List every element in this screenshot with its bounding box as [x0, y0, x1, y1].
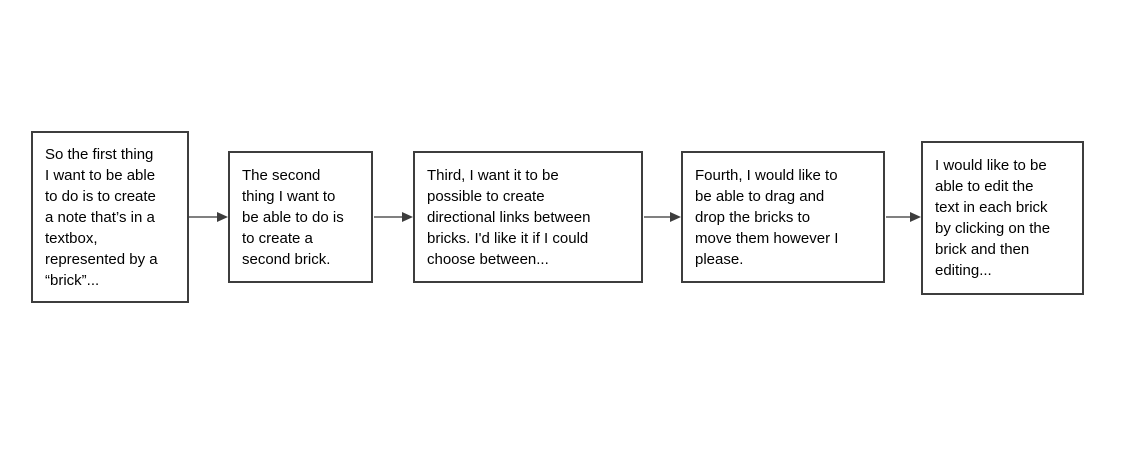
brick-1[interactable]: So the first thing I want to be able to …	[31, 131, 189, 303]
brick-4-text: Fourth, I would like to be able to drag …	[695, 166, 839, 268]
connector-arrow-1-2	[189, 212, 228, 222]
brick-5-text: I would like to be able to edit the text…	[935, 157, 1051, 279]
arrow-shaft	[644, 216, 670, 218]
connector-arrow-3-4	[644, 212, 681, 222]
arrow-head-icon	[217, 212, 228, 222]
brick-3[interactable]: Third, I want it to be possible to creat…	[413, 151, 643, 283]
brick-2[interactable]: The second thing I want to be able to do…	[228, 151, 373, 283]
brick-5[interactable]: I would like to be able to edit the text…	[921, 141, 1084, 295]
arrow-head-icon	[670, 212, 681, 222]
brick-1-text: So the first thing I want to be able to …	[45, 145, 158, 289]
brick-4[interactable]: Fourth, I would like to be able to drag …	[681, 151, 885, 283]
connector-arrow-4-5	[886, 212, 921, 222]
brick-3-text: Third, I want it to be possible to creat…	[427, 166, 591, 268]
arrow-shaft	[374, 216, 402, 218]
arrow-head-icon	[402, 212, 413, 222]
connector-arrow-2-3	[374, 212, 413, 222]
arrow-shaft	[886, 216, 910, 218]
arrow-head-icon	[910, 212, 921, 222]
arrow-shaft	[189, 216, 217, 218]
brick-2-text: The second thing I want to be able to do…	[242, 166, 344, 268]
